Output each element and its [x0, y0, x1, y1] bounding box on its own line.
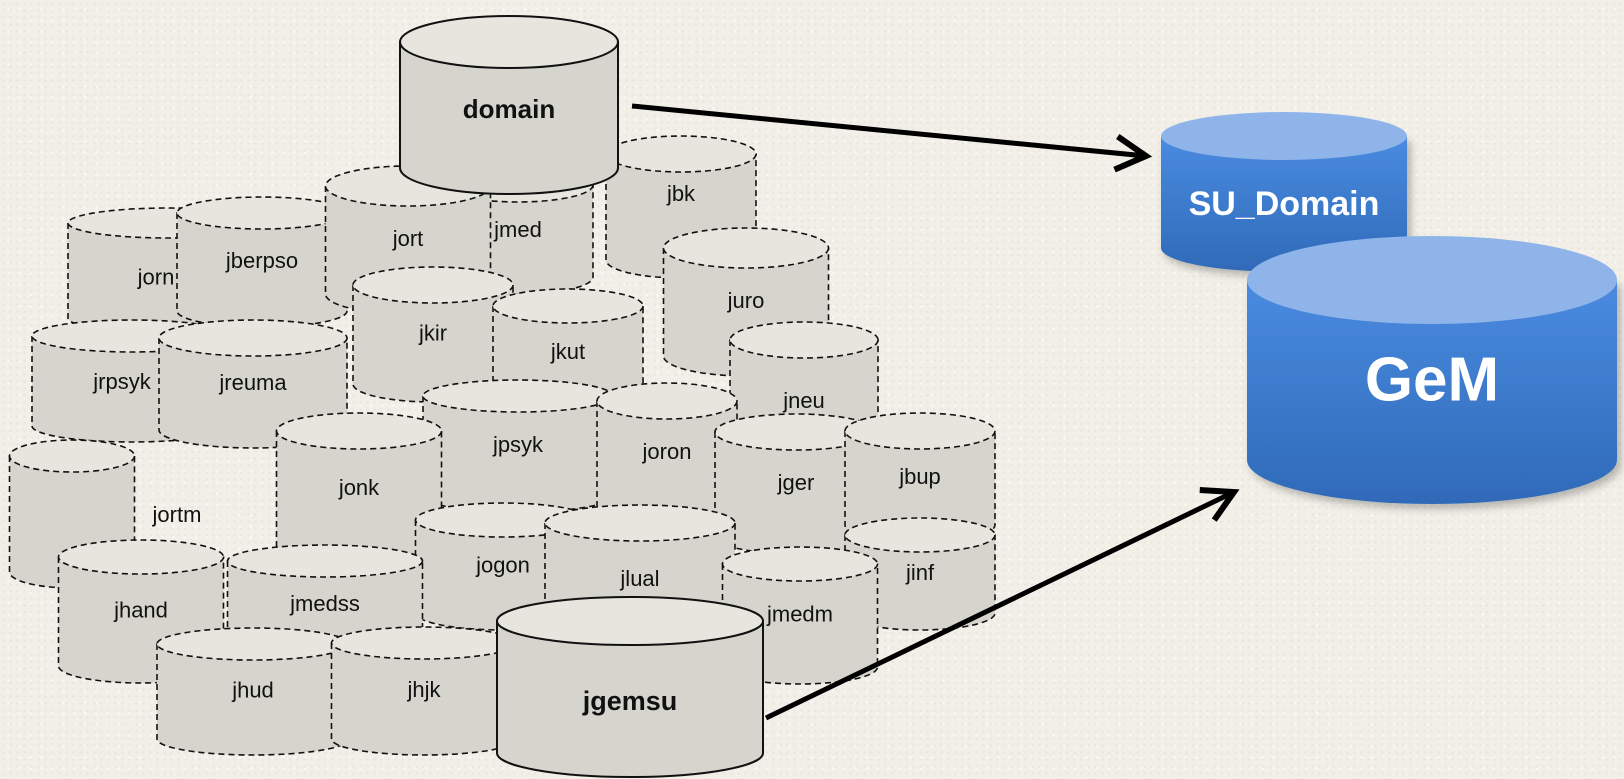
cylinder-top	[352, 266, 514, 304]
cylinder-top	[496, 596, 764, 646]
cylinder-top	[729, 321, 879, 359]
arrow-domain-to-su-domain	[631, 103, 1153, 173]
journal-cylinder-jneu-label: jneu	[782, 388, 825, 413]
cylinder-body	[1161, 136, 1407, 272]
journal-cylinder-jreuma-label: jreuma	[218, 370, 287, 395]
cylinder-top	[544, 504, 736, 542]
cylinder-body	[844, 534, 996, 631]
journal-cylinder-jger-label: jger	[777, 470, 815, 495]
cylinder-top	[176, 196, 348, 230]
cylinder-top	[57, 539, 225, 575]
journal-cylinder-jhud: jhud	[156, 627, 350, 756]
journal-cylinder-jberpso-label: jberpso	[225, 248, 298, 273]
journal-cylinder-joron-label: joron	[642, 439, 692, 464]
journal-cylinder-jkir: jkir	[352, 266, 514, 403]
target-su-domain-cylinder-label: SU_Domain	[1189, 185, 1380, 223]
cylinder-top	[226, 544, 424, 578]
source-domain-cylinder-label: domain	[463, 94, 555, 124]
journal-cylinder-juro-label: juro	[727, 288, 765, 313]
cylinder-top	[844, 412, 996, 450]
journal-cylinder-jortm-label: jortm	[152, 502, 202, 527]
source-domain-cylinder: domain	[399, 15, 619, 195]
cylinder-top	[156, 627, 350, 661]
journal-cylinder-stack: jorn jberpso jbk jmed jort jkir jkut juro jneu jr…	[8, 15, 1617, 778]
journal-cylinder-jmedm-label: jmedm	[766, 601, 833, 626]
journal-cylinder-jpsyk-label: jpsyk	[492, 432, 544, 457]
journal-cylinder-jkut-label: jkut	[550, 339, 585, 364]
journal-cylinder-jlual-label: jlual	[619, 566, 659, 591]
cylinder-top	[422, 379, 614, 413]
journal-cylinder-jbk-label: jbk	[666, 181, 696, 206]
journal-cylinder-jmed-label: jmed	[493, 217, 542, 242]
journal-cylinder-jhjk: jhjk	[330, 626, 518, 756]
journal-cylinder-jhud-label: jhud	[231, 677, 274, 702]
cylinder-top	[275, 412, 443, 450]
journal-cylinder-jberpso: jberpso	[176, 196, 348, 328]
cylinder-top	[492, 288, 644, 324]
journal-cylinder-jonk-label: jonk	[338, 475, 380, 500]
target-gem-cylinder: GeM	[1247, 236, 1617, 504]
arrow-jgemsu-to-gem	[764, 487, 1240, 721]
journal-cylinder-jkir-label: jkir	[418, 320, 447, 345]
target-su-domain-cylinder: SU_Domain	[1161, 112, 1407, 272]
cylinder-top	[399, 15, 619, 69]
cylinder-top	[1161, 112, 1407, 160]
target-gem-cylinder-label: GeM	[1365, 345, 1499, 414]
journal-cylinder-jinf-label: jinf	[905, 560, 935, 585]
journal-cylinder-jpsyk: jpsyk	[422, 379, 614, 513]
cylinder-body	[399, 41, 619, 195]
journal-cylinder-jmedss-label: jmedss	[289, 591, 360, 616]
cylinder-top	[596, 382, 738, 420]
journal-cylinder-jhand-label: jhand	[113, 597, 168, 622]
journal-cylinder-jorn-label: jorn	[137, 264, 175, 289]
cylinder-top	[1247, 236, 1617, 324]
cylinder-body	[1247, 280, 1617, 504]
cylinder-top	[844, 517, 996, 553]
source-jgemsu-cylinder-label: jgemsu	[582, 686, 678, 716]
cylinder-top	[8, 439, 136, 473]
journal-cylinder-jort-label: jort	[392, 226, 424, 251]
cylinder-top	[662, 227, 830, 269]
journal-cylinder-jhjk-label: jhjk	[406, 677, 441, 702]
journal-cylinder-jbup-label: jbup	[898, 464, 941, 489]
journal-cylinder-joron: joron	[596, 382, 738, 524]
cylinder-top	[721, 546, 879, 582]
cylinder-top	[605, 135, 757, 173]
connector-arrows	[631, 103, 1240, 721]
journal-cylinder-jrpsyk-label: jrpsyk	[92, 369, 151, 394]
journal-cylinder-jogon-label: jogon	[475, 552, 530, 577]
cylinder-top	[330, 626, 518, 660]
source-jgemsu-cylinder: jgemsu	[496, 596, 764, 778]
journal-cylinder-jger: jger	[714, 413, 878, 555]
cylinder-top	[158, 319, 348, 357]
cylinder-body	[496, 620, 764, 778]
journal-cylinder-jinf: jinf	[844, 517, 996, 631]
journal-cylinder-jonk: jonk	[275, 412, 443, 566]
